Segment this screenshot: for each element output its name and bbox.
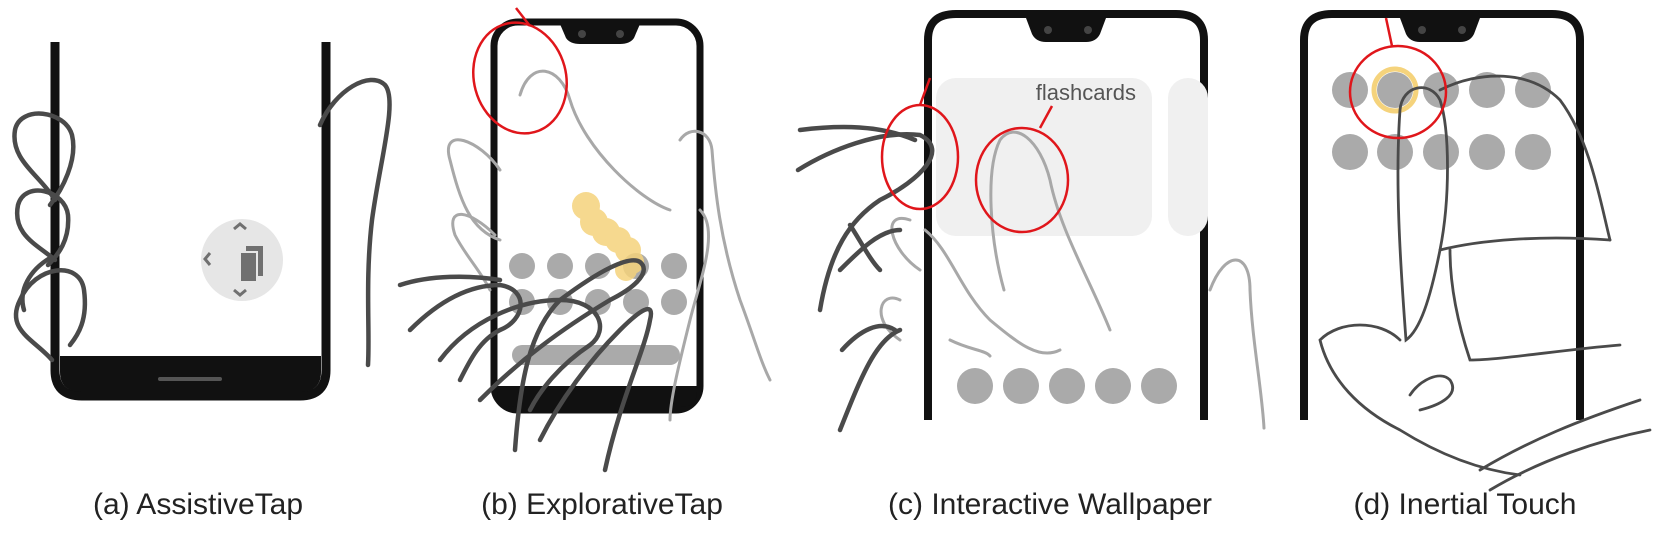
caption-d: (d) Inertial Touch: [1353, 488, 1577, 521]
highlight-ring: [1371, 66, 1419, 114]
hand-d: [1318, 74, 1652, 492]
dock-icons-c: [957, 368, 1177, 404]
notch: [1400, 18, 1480, 42]
hand-right-a: [317, 77, 392, 368]
card-label: flashcards: [1036, 80, 1136, 105]
red-circle-d: [1348, 44, 1448, 140]
hand-dark-b: [397, 258, 654, 473]
panel-c: flashcards: [795, 10, 1266, 433]
arrow-up-icon: [233, 222, 247, 231]
panel-b: [397, 7, 772, 473]
flashcard-next: [1168, 78, 1208, 236]
red-circle-c2: [974, 126, 1070, 234]
caption-b: (b) ExplorativeTap: [481, 488, 723, 521]
panel-a: [12, 42, 392, 401]
bottom-bezel: [60, 356, 321, 392]
assistive-touch-icon: [201, 219, 283, 301]
hand-dark-c: [795, 124, 935, 433]
bottom-bezel: [497, 386, 697, 407]
notch: [1026, 18, 1106, 42]
notch: [560, 24, 640, 44]
arrow-down-icon: [233, 288, 247, 297]
caption-c: (c) Interactive Wallpaper: [888, 488, 1212, 521]
caption-a: (a) AssistiveTap: [92, 488, 304, 521]
phone-d: [1300, 10, 1584, 420]
hand-light-b: [446, 69, 772, 422]
home-bar: [158, 377, 222, 381]
hand-light-c: [879, 130, 1266, 430]
arrow-left-icon: [203, 252, 212, 266]
hand-left-a: [12, 111, 88, 363]
red-circle-b: [472, 21, 568, 135]
panel-d: [1300, 10, 1652, 492]
phone-a: [50, 42, 331, 401]
